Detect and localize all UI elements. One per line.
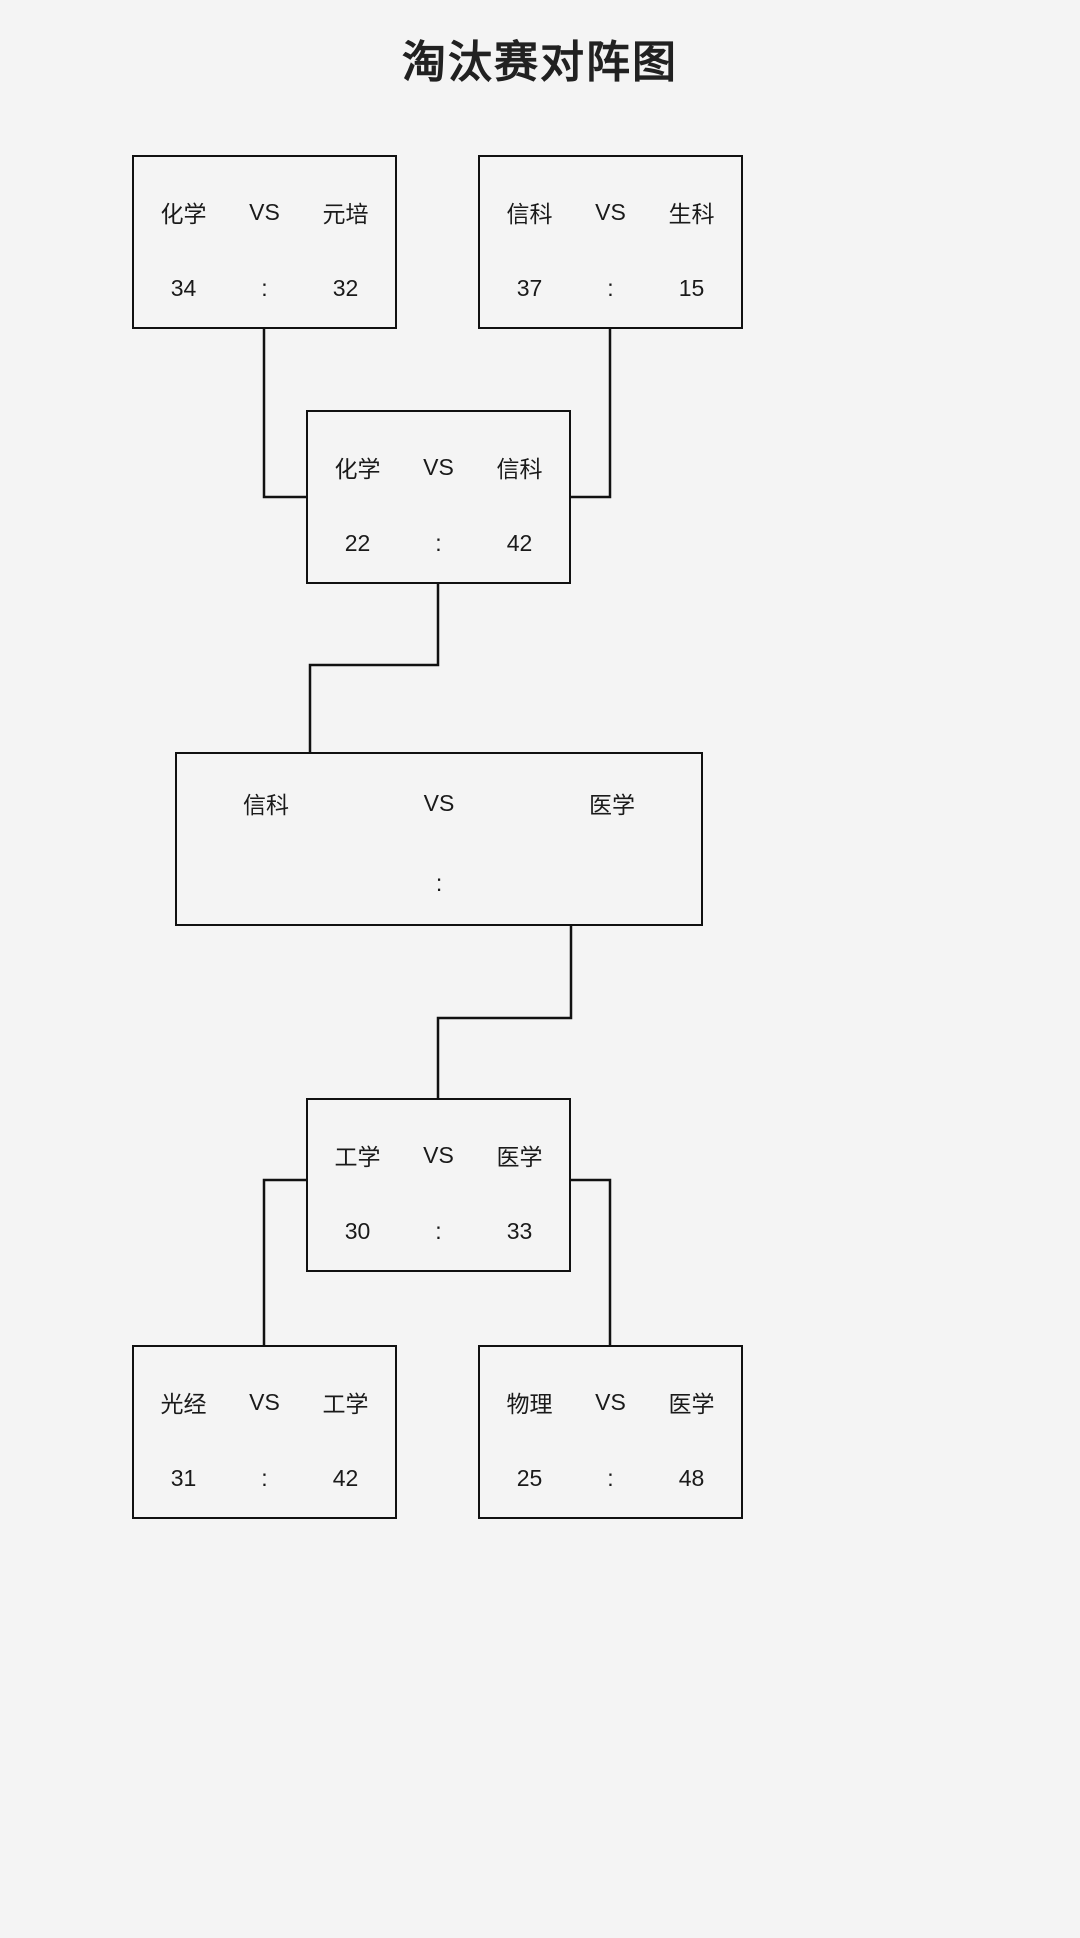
score-row: 31 : 42 <box>134 1465 395 1492</box>
teams-row: 化学 VS 信科 <box>308 450 569 484</box>
score-left: 37 <box>516 275 543 301</box>
score-row: : <box>177 870 701 897</box>
score-right: 42 <box>506 530 533 556</box>
team-left: 化学 <box>160 201 207 227</box>
score-right: 42 <box>332 1465 359 1491</box>
score-left: 31 <box>170 1465 197 1491</box>
team-right: 医学 <box>496 1144 543 1170</box>
match-box-qf1[interactable]: 化学 VS 元培 34 : 32 <box>132 155 397 329</box>
connector-qf2-to-sf1 <box>569 327 612 499</box>
vs-label: VS <box>249 1388 280 1415</box>
match-box-final[interactable]: 信科 VS 医学 : <box>175 752 703 926</box>
score-right: 32 <box>332 275 359 301</box>
connector-qf4-to-sf2 <box>569 1178 612 1347</box>
score-row: 22 : 42 <box>308 530 569 557</box>
team-left: 化学 <box>334 456 381 482</box>
teams-row: 物理 VS 医学 <box>480 1385 741 1419</box>
connector-qf1-to-sf1 <box>262 327 308 499</box>
match-box-qf4[interactable]: 物理 VS 医学 25 : 48 <box>478 1345 743 1519</box>
team-left: 信科 <box>506 201 553 227</box>
vs-label: VS <box>249 198 280 225</box>
teams-row: 化学 VS 元培 <box>134 195 395 229</box>
match-box-sf2[interactable]: 工学 VS 医学 30 : 33 <box>306 1098 571 1272</box>
score-separator: : <box>261 275 268 301</box>
vs-label: VS <box>423 789 455 816</box>
teams-row: 光经 VS 工学 <box>134 1385 395 1419</box>
match-box-sf1[interactable]: 化学 VS 信科 22 : 42 <box>306 410 571 584</box>
teams-row: 工学 VS 医学 <box>308 1138 569 1172</box>
vs-label: VS <box>423 453 454 480</box>
score-separator: : <box>607 275 614 301</box>
score-right: 48 <box>678 1465 705 1491</box>
score-left: 22 <box>344 530 371 556</box>
score-row: 37 : 15 <box>480 275 741 302</box>
score-separator: : <box>435 870 443 896</box>
score-separator: : <box>261 1465 268 1491</box>
vs-label: VS <box>423 1141 454 1168</box>
vs-label: VS <box>595 1388 626 1415</box>
team-left: 工学 <box>334 1144 381 1170</box>
match-box-qf3[interactable]: 光经 VS 工学 31 : 42 <box>132 1345 397 1519</box>
score-separator: : <box>435 1218 442 1244</box>
score-row: 34 : 32 <box>134 275 395 302</box>
connector-final-to-sf2 <box>436 924 573 1100</box>
score-left: 30 <box>344 1218 371 1244</box>
team-right: 医学 <box>668 1391 715 1417</box>
page-title: 淘汰赛对阵图 <box>402 38 678 87</box>
score-separator: : <box>607 1465 614 1491</box>
team-right: 元培 <box>322 201 369 227</box>
connector-qf3-to-sf2 <box>262 1178 308 1347</box>
vs-label: VS <box>595 198 626 225</box>
score-right: 33 <box>506 1218 533 1244</box>
score-right: 15 <box>678 275 705 301</box>
score-left: 34 <box>170 275 197 301</box>
score-left: 25 <box>516 1465 543 1491</box>
teams-row: 信科 VS 生科 <box>480 195 741 229</box>
team-right: 工学 <box>322 1391 369 1417</box>
teams-row: 信科 VS 医学 <box>177 786 701 820</box>
score-separator: : <box>435 530 442 556</box>
team-left: 物理 <box>506 1391 553 1417</box>
score-row: 30 : 33 <box>308 1218 569 1245</box>
connector-sf1-to-final <box>308 582 440 754</box>
team-right: 生科 <box>668 201 715 227</box>
team-right: 医学 <box>589 792 636 818</box>
team-right: 信科 <box>496 456 543 482</box>
team-left: 光经 <box>160 1391 207 1417</box>
score-row: 25 : 48 <box>480 1465 741 1492</box>
team-left: 信科 <box>242 792 289 818</box>
match-box-qf2[interactable]: 信科 VS 生科 37 : 15 <box>478 155 743 329</box>
